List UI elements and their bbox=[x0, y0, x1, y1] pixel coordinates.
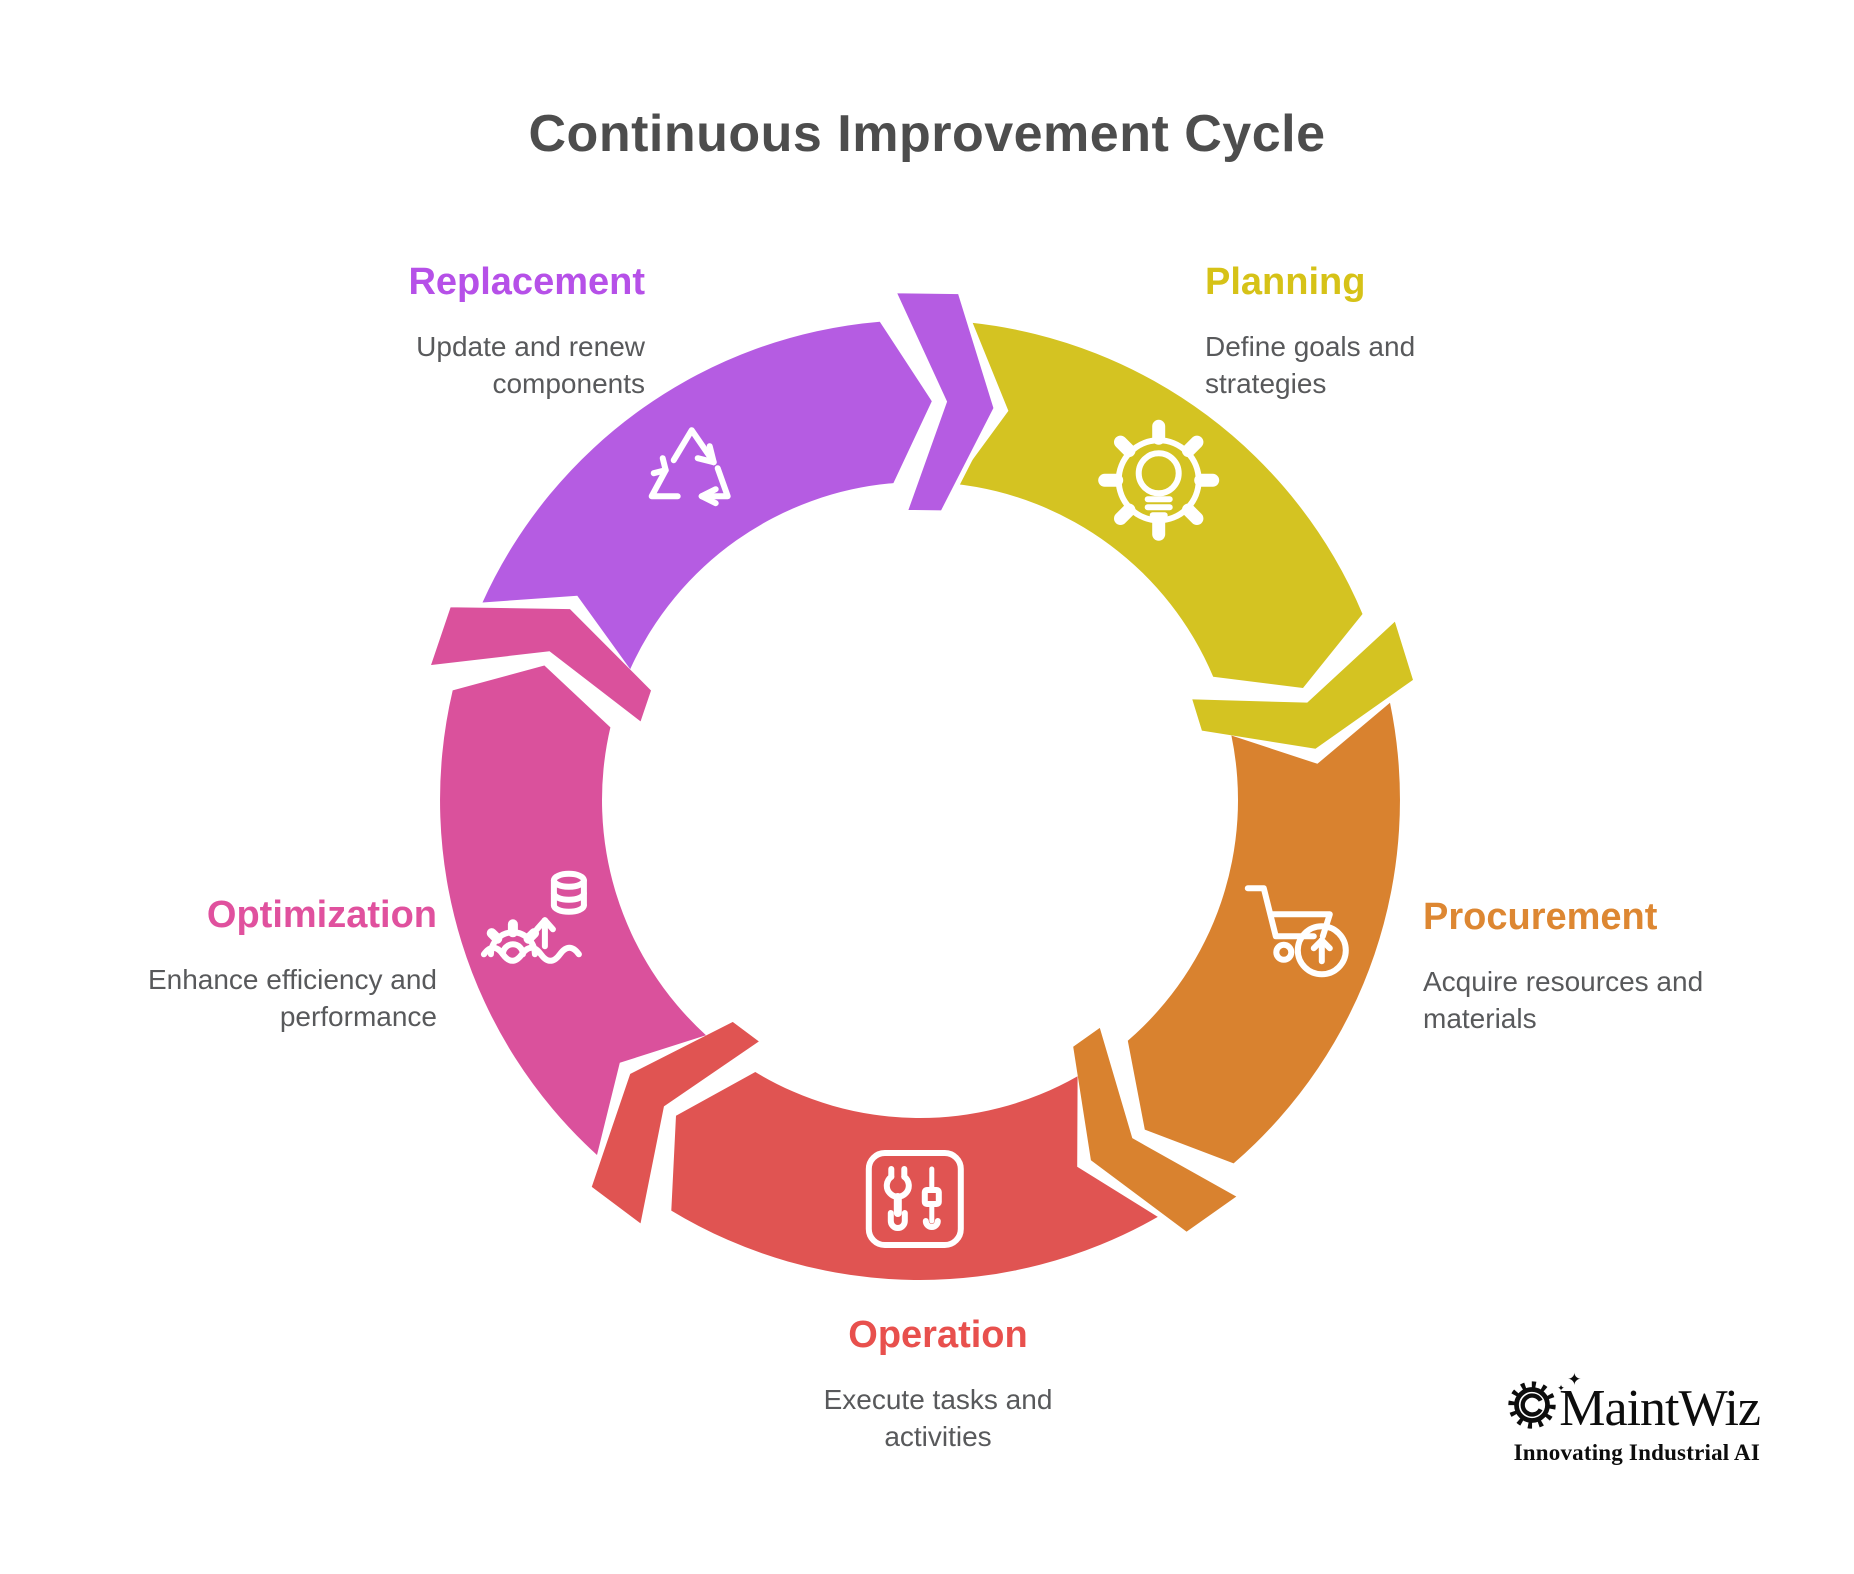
step-replacement-description: Update and renew components bbox=[416, 331, 645, 399]
gear-logo-icon bbox=[1508, 1381, 1556, 1429]
segment-procurement bbox=[1127, 702, 1400, 1164]
maintwiz-logo: ✦ ✦ MaintWiz Innovating Industrial AI bbox=[1478, 1370, 1761, 1466]
step-operation: Operation Execute tasks and activities bbox=[688, 1316, 1188, 1456]
chevron-optimization bbox=[423, 602, 657, 730]
step-optimization-label: Optimization bbox=[206, 894, 437, 936]
step-optimization: Optimization Enhance efficiency and perf… bbox=[37, 896, 437, 1036]
step-replacement-label: Replacement bbox=[408, 261, 645, 303]
step-optimization-description: Enhance efficiency and performance bbox=[147, 964, 437, 1032]
logo-tagline: Innovating Industrial AI bbox=[1513, 1440, 1760, 1465]
step-procurement: Procurement Acquire resources and materi… bbox=[1423, 898, 1843, 1038]
step-procurement-description: Acquire resources and materials bbox=[1423, 966, 1704, 1034]
step-replacement: Replacement Update and renew components bbox=[245, 263, 645, 403]
sparkle-small-icon: ✦ bbox=[1557, 1384, 1565, 1394]
sparkle-icon: ✦ bbox=[1567, 1370, 1582, 1390]
page-title: Continuous Improvement Cycle bbox=[528, 105, 1326, 163]
step-procurement-label: Procurement bbox=[1423, 896, 1658, 938]
segment-operation bbox=[671, 1072, 1158, 1280]
chevron-procurement bbox=[1067, 1019, 1246, 1238]
step-planning-description: Define goals and strategies bbox=[1205, 331, 1416, 399]
chevron-replacement bbox=[889, 288, 999, 516]
chevron-operation bbox=[585, 1016, 768, 1233]
logo-name: MaintWiz bbox=[1559, 1380, 1761, 1437]
step-planning-label: Planning bbox=[1205, 261, 1366, 303]
step-planning: Planning Define goals and strategies bbox=[1205, 263, 1625, 403]
step-operation-description: Execute tasks and activities bbox=[823, 1384, 1053, 1452]
chevron-planning bbox=[1185, 612, 1419, 755]
step-operation-label: Operation bbox=[848, 1314, 1028, 1356]
